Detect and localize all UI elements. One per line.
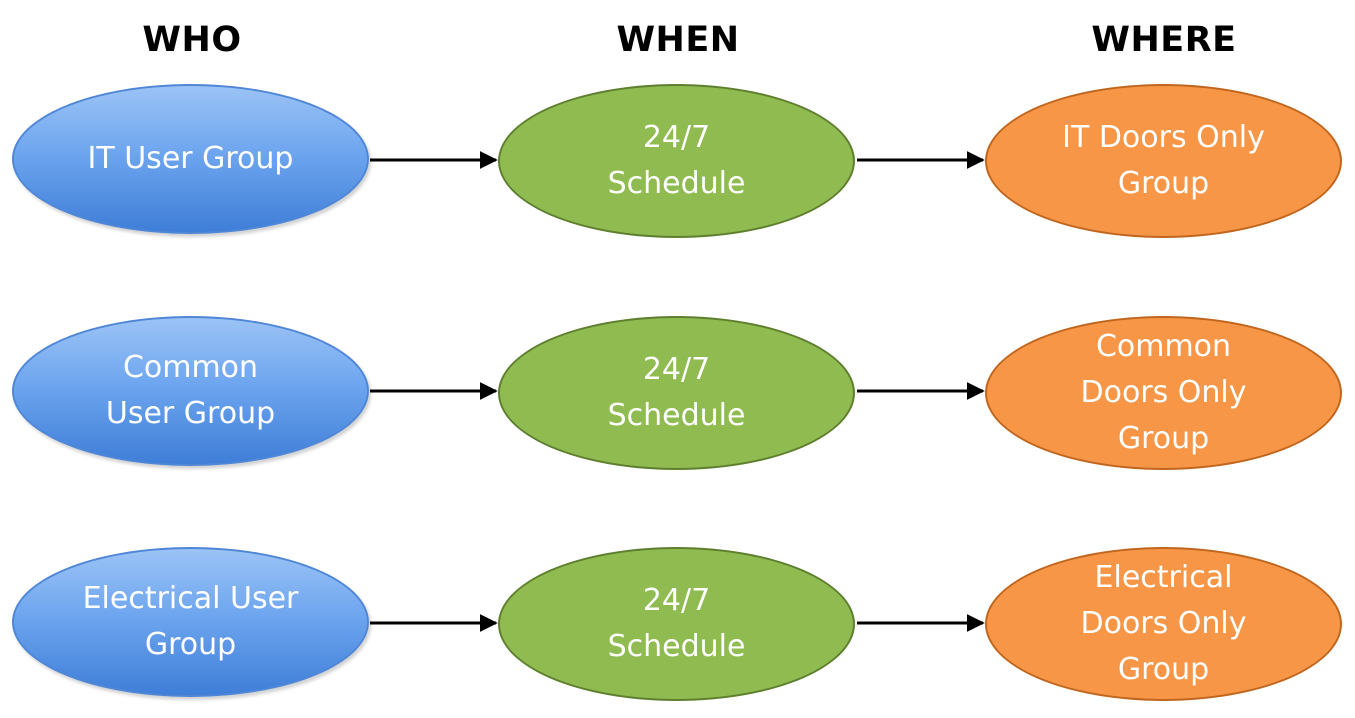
- node-who-electrical-user-group: Electrical User Group: [12, 547, 369, 697]
- node-label-line: 24/7: [642, 583, 711, 618]
- node-label-line: Electrical: [1094, 560, 1233, 595]
- node-label-line: Doors Only: [1080, 606, 1247, 641]
- header-when: WHEN: [616, 20, 740, 60]
- header-who: WHO: [142, 20, 242, 60]
- node-label-line: Group: [1117, 166, 1210, 201]
- node-who-it-user-group: IT User Group: [12, 84, 369, 234]
- node-label-line: User Group: [105, 396, 276, 431]
- node-label-line: Common: [1095, 329, 1232, 364]
- node-where-it-doors: IT Doors Only Group: [985, 84, 1342, 238]
- node-label-line: Schedule: [607, 398, 746, 433]
- node-label-line: IT Doors Only: [1062, 120, 1265, 155]
- node-label-line: Group: [1117, 652, 1210, 687]
- node-who-common-user-group: Common User Group: [12, 316, 369, 466]
- node-label-line: IT User Group: [87, 141, 294, 176]
- node-label-line: Doors Only: [1080, 375, 1247, 410]
- node-label-line: 24/7: [642, 120, 711, 155]
- node-where-common-doors: Common Doors Only Group: [985, 316, 1342, 470]
- node-label-line: Common: [122, 350, 259, 385]
- node-label-line: Schedule: [607, 166, 746, 201]
- node-label-line: Schedule: [607, 629, 746, 664]
- node-label-line: Group: [144, 627, 237, 662]
- node-label-line: Electrical User: [82, 581, 299, 616]
- node-label-line: Group: [1117, 421, 1210, 456]
- header-where: WHERE: [1091, 20, 1237, 60]
- node-when-schedule-3: 24/7 Schedule: [498, 547, 855, 701]
- node-label-line: 24/7: [642, 352, 711, 387]
- node-when-schedule-1: 24/7 Schedule: [498, 84, 855, 238]
- node-when-schedule-2: 24/7 Schedule: [498, 316, 855, 470]
- node-where-electrical-doors: Electrical Doors Only Group: [985, 547, 1342, 701]
